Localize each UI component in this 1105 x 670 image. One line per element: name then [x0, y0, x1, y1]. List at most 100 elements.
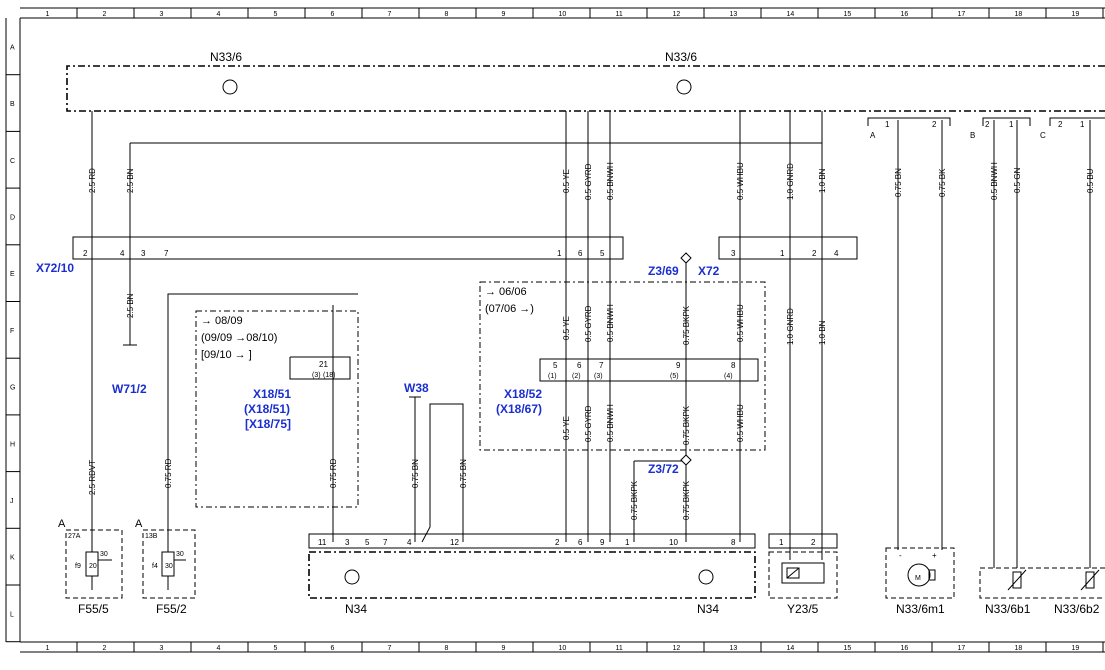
wire-label-0-75-bn-w38: 0.75 BN: [411, 459, 420, 488]
grid-col-label: 13: [730, 11, 738, 18]
n34-unit: [308, 533, 756, 599]
x18-52-pin9: 9: [676, 361, 681, 370]
grid-col-label: 15: [844, 645, 852, 652]
x18-52-pin5b: (5): [670, 373, 679, 380]
fuse1-slot: 27A: [68, 533, 81, 540]
n33-6-control-unit: [66, 65, 1105, 112]
wire-label-1-0-bn-upper: 1.0 BN: [818, 168, 827, 193]
note-0910: [09/10 → ]: [201, 349, 252, 361]
grid-col-label: 5: [274, 645, 278, 652]
x72-pin3: 3: [731, 249, 736, 258]
x72-10-pin3: 3: [141, 249, 146, 258]
n33-6-label-right: N33/6: [665, 50, 697, 64]
fuse2-letter: A: [135, 518, 143, 530]
wire-label-0-75-bk: 0.75 BK: [938, 168, 947, 197]
wire-label-0-5-whbu-upper: 0.5 WHBU: [736, 162, 745, 200]
wires: [91, 111, 1091, 568]
x18-51-label: X18/51: [253, 387, 291, 401]
wire-label-0-5-gyrd-mid: 0.5 GYRD: [584, 305, 593, 342]
n34-pin10: 10: [669, 538, 678, 547]
option-boxes: [195, 281, 766, 508]
wire-label-0-5-ye-lower: 0.5 YE: [562, 416, 571, 440]
wire-label-0-5-ye-mid: 0.5 YE: [562, 316, 571, 340]
grid-col-label: 13: [730, 645, 738, 652]
grid-col-label: 10: [559, 11, 567, 18]
motor-letter: M: [915, 575, 921, 582]
w38-label: W38: [404, 381, 429, 395]
n34-pin6: 6: [578, 538, 583, 547]
n34-label-right: N34: [697, 602, 719, 616]
grid-col-label: 11: [616, 645, 623, 652]
grid-col-label: 2: [103, 645, 107, 652]
grid-col-label: 2: [103, 11, 107, 18]
fuse1-name: f9: [75, 563, 81, 570]
grid-col-label: 8: [445, 11, 449, 18]
grid-row-label: C: [10, 158, 15, 165]
pin-b-label: B: [970, 131, 975, 140]
fuse1-letter: A: [58, 518, 66, 530]
n34-pin4: 4: [407, 538, 412, 547]
grid-col-label: 18: [1015, 645, 1023, 652]
n33-6b2-label: N33/6b2: [1054, 602, 1100, 616]
n33-6b1-label: N33/6b1: [985, 602, 1031, 616]
grid-row-label: F: [10, 328, 14, 335]
pin-b2: 2: [985, 120, 990, 129]
wire-label-2-5-bn-upper: 2.5 BN: [126, 168, 135, 193]
x18-52-pin7: 7: [599, 361, 604, 370]
n34-pin9: 9: [600, 538, 605, 547]
wire-label-0-75-bn-right: 0.75 BN: [894, 168, 903, 197]
x18-52-pin4b: (4): [724, 373, 733, 380]
wire-label-0-5-ye-upper: 0.5 YE: [562, 169, 571, 193]
grid-row-label: K: [10, 555, 15, 562]
f55-2-label: F55/2: [156, 602, 187, 616]
wire-label-0-5-gyrd-upper: 0.5 GYRD: [584, 163, 593, 200]
grid-row-label: B: [10, 101, 15, 108]
grid-col-label: 9: [502, 11, 506, 18]
note-0706: (07/06 →): [485, 303, 534, 315]
x72-10-pin7: 7: [164, 249, 169, 258]
pin-c2: 2: [1058, 120, 1063, 129]
grid-row-label: E: [10, 271, 15, 278]
x18-51-pin18: (18): [323, 372, 335, 379]
x18-52-pin6: 6: [577, 361, 582, 370]
x72-pin1: 1: [780, 249, 785, 258]
wire-label-2-5-rdvt: 2.5 RDVT: [88, 460, 97, 495]
fuse2-pin: 30: [176, 551, 184, 558]
fuse2-slot: 13B: [145, 533, 158, 540]
motor-minus: -: [899, 551, 902, 560]
grid-col-label: 16: [901, 11, 909, 18]
wire-label-0-75-bn-loop: 0.75 BN: [459, 459, 468, 488]
wire-label-0-75-rd-left: 0.75 RD: [164, 458, 173, 488]
grid-col-label: 17: [958, 645, 966, 652]
x18-52-pin1b: (1): [548, 373, 557, 380]
pin-c1: 1: [1080, 120, 1085, 129]
grid-col-label: 4: [217, 645, 221, 652]
wire-label-0-75-bkpk-branch: 0.75 BKPK: [630, 480, 639, 520]
x72-10-pin6: 6: [578, 249, 583, 258]
inner-connectors: [289, 356, 759, 382]
x72-10-pin5: 5: [600, 249, 605, 258]
grid-row-label: H: [10, 441, 15, 448]
junction-diamonds: [680, 252, 692, 466]
x18-52-label: X18/52: [504, 387, 542, 401]
grid-col-label: 1: [46, 11, 50, 18]
pin-a2: 2: [932, 120, 937, 129]
fuse1-amp: 20: [89, 563, 97, 570]
z3-69-label: Z3/69: [648, 264, 679, 278]
x18-51-pin3: (3): [312, 372, 321, 379]
grid-col-label: 1: [46, 645, 50, 652]
wire-label-0-5-bnwh-lower: 0.5 BNWH: [606, 404, 615, 442]
wire-label-0-75-bkpk-mid: 0.75 BKPK: [682, 305, 691, 345]
grid-row-label: A: [10, 44, 15, 51]
n34-pin8: 8: [731, 538, 736, 547]
x72-label: X72: [698, 264, 720, 278]
wire-label-0-5-gn: 0.5 GN: [1013, 167, 1022, 193]
x18-51-pin21: 21: [319, 360, 328, 369]
n34-pin11: 11: [318, 538, 327, 547]
wire-label-2-5-bn-lower: 2.5 BN: [126, 293, 135, 318]
wire-label-0-75-bkpk-lower: 0.75 BKPK: [682, 405, 691, 445]
motor-plus: +: [932, 551, 937, 560]
wire-label-0-5-bnwh-right: 0.5 BNWH: [990, 162, 999, 200]
w71-2-label: W71/2: [112, 382, 147, 396]
wire-label-2-5-rd: 2.5 RD: [88, 168, 97, 193]
